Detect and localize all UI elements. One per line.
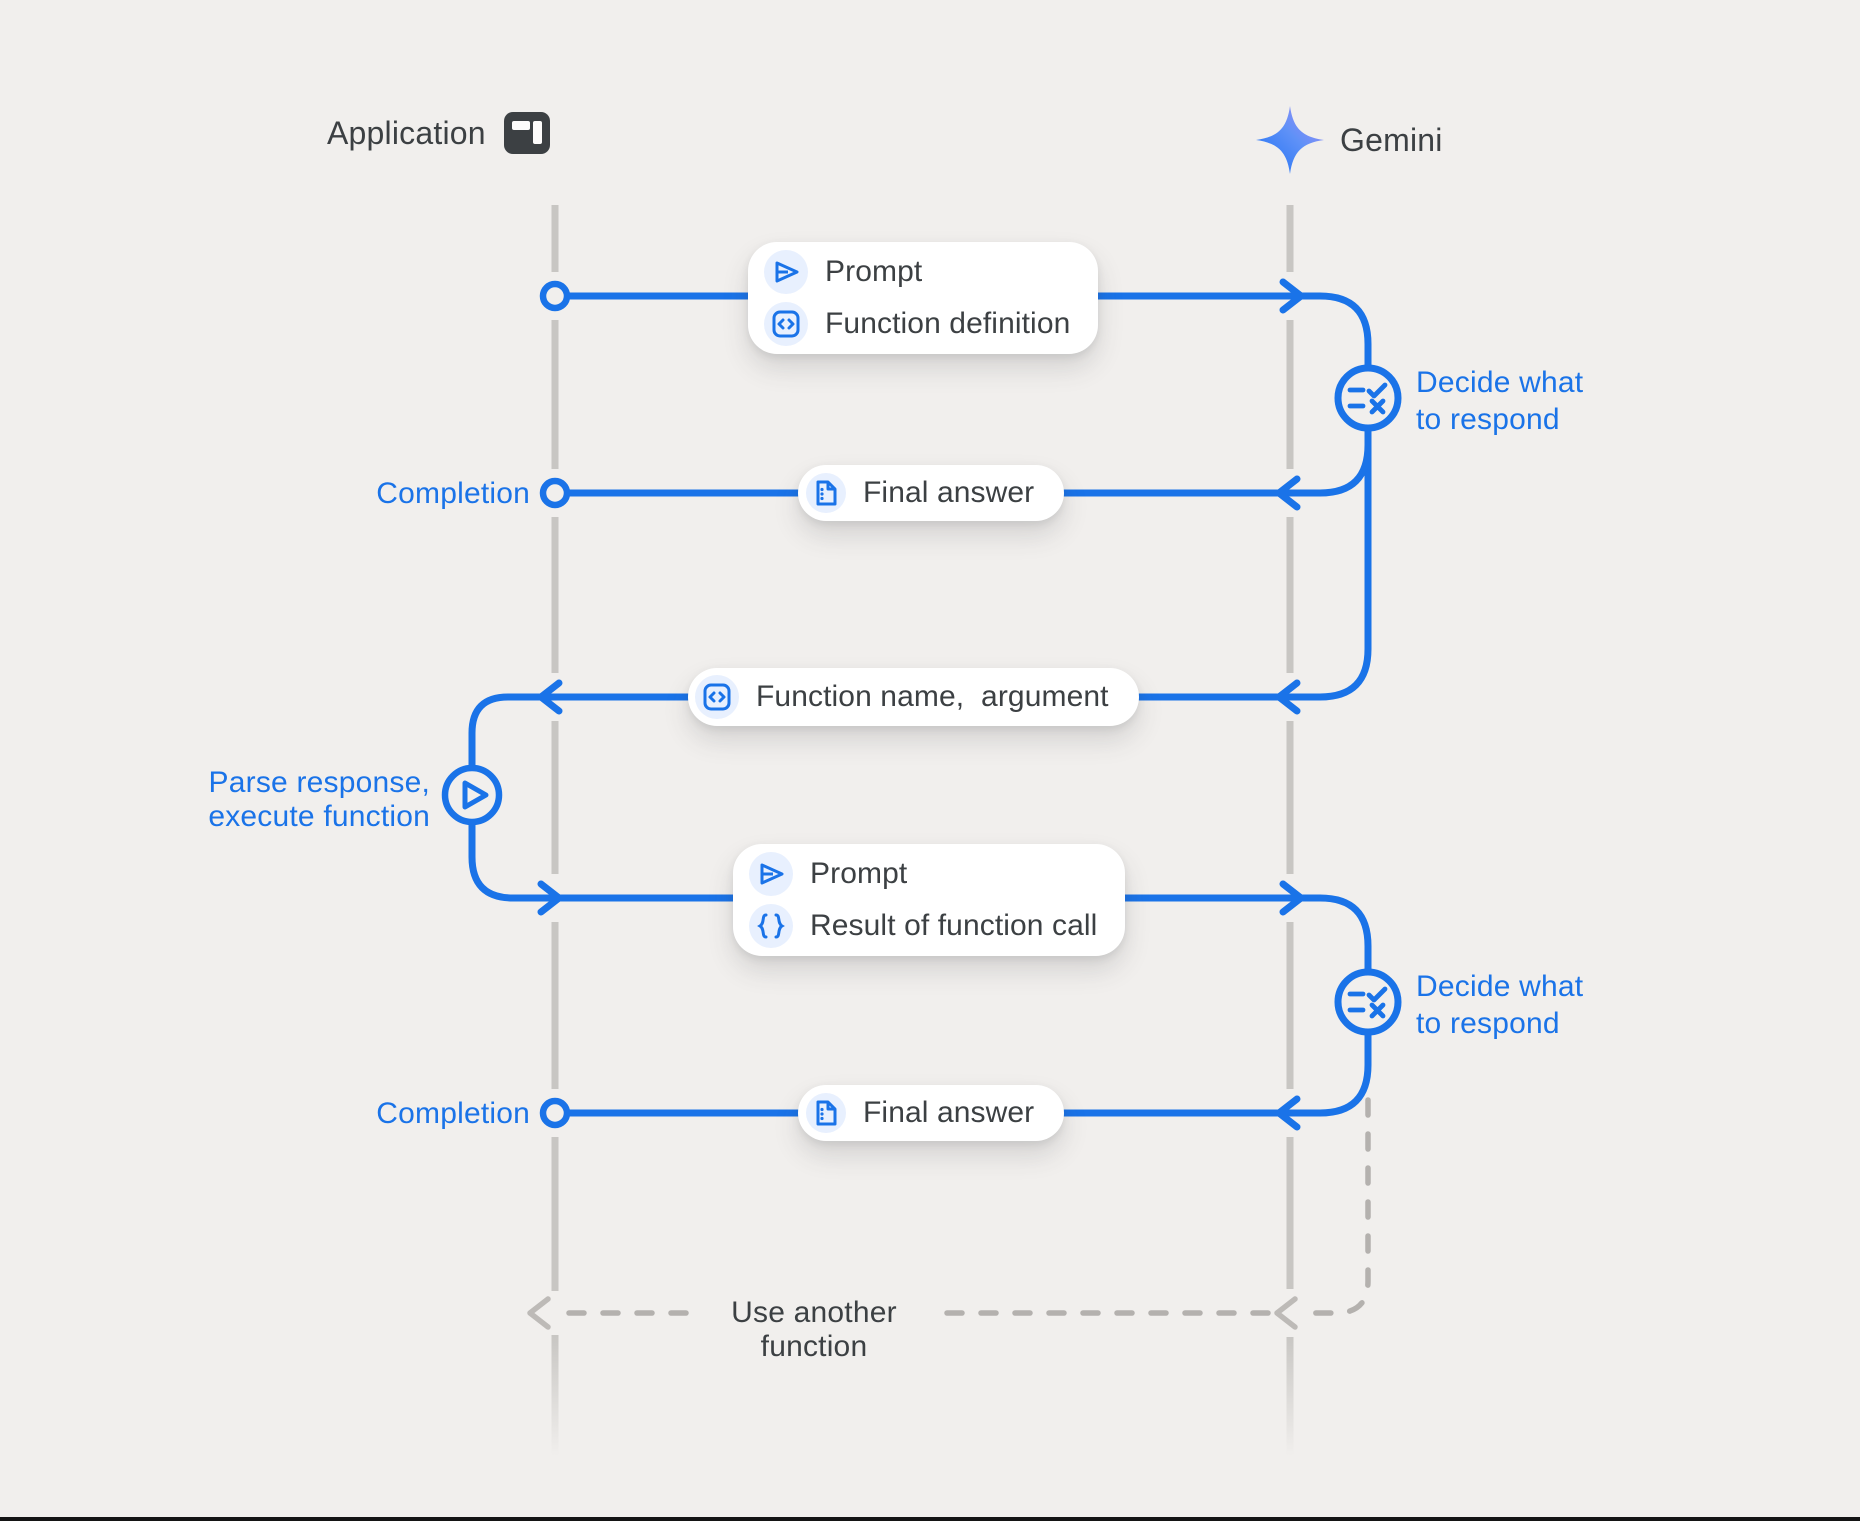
message-label: Prompt: [810, 857, 908, 890]
actor-application: Application: [327, 112, 550, 154]
message-label: Function definition: [825, 307, 1071, 340]
loop-arrow-gemini-icon: [1274, 1296, 1298, 1330]
loop-arrow-application-icon: [527, 1296, 551, 1330]
decide-label-1: Decide what to respond: [1416, 366, 1584, 436]
loop-dashed-path: [559, 1097, 1371, 1316]
message-label: Function name, argument: [756, 680, 1109, 713]
send-icon: [764, 250, 808, 294]
message-label: Prompt: [825, 255, 923, 288]
arrow-funcname-out-of-gemini-icon: [1275, 679, 1301, 715]
arrow-funcname-into-application-icon: [537, 679, 563, 715]
app-window-icon: [503, 112, 550, 154]
code-box-icon: [695, 675, 739, 719]
play-icon: [441, 764, 503, 826]
message-label: Final answer: [863, 1096, 1035, 1129]
rule-decision-icon: [1334, 968, 1402, 1036]
application-label: Application: [327, 114, 486, 151]
completion-label-2: Completion: [376, 1097, 530, 1130]
gemini-label: Gemini: [1340, 121, 1443, 158]
gemini-sparkle-icon: [1256, 106, 1324, 174]
actor-gemini: Gemini: [1254, 104, 1443, 176]
end-node-completion1: [539, 477, 571, 509]
document-icon: [806, 1093, 846, 1133]
code-box-icon: [764, 302, 808, 346]
document-icon: [806, 473, 846, 513]
message-pill-final-answer-1: Final answer: [798, 465, 1065, 521]
end-node-completion2: [539, 1097, 571, 1129]
lifeline-fade: [0, 1336, 1860, 1486]
message-label: Result of function call: [810, 909, 1098, 942]
start-node-prompt: [539, 280, 571, 312]
braces-icon: [749, 904, 793, 948]
decide-label-2: Decide what to respond: [1416, 970, 1584, 1040]
bottom-edge-bar: [0, 1517, 1860, 1521]
message-pill-function-name-argument: Function name, argument: [688, 668, 1139, 726]
use-another-function-label: Use another function: [731, 1296, 897, 1363]
completion-label-1: Completion: [376, 477, 530, 510]
flow-final-answer1-path: [563, 428, 1372, 497]
send-icon: [749, 852, 793, 896]
message-pill-final-answer-2: Final answer: [798, 1085, 1065, 1141]
message-pill-prompt-function-definition: Prompt Function definition: [748, 242, 1099, 354]
arrow-final2-out-of-gemini-icon: [1275, 1095, 1301, 1131]
arrow-result-out-of-application-icon: [537, 880, 563, 916]
arrow-final1-out-of-gemini-icon: [1275, 475, 1301, 511]
arrow-prompt-into-gemini-icon: [1279, 278, 1305, 314]
message-label: Final answer: [863, 476, 1035, 509]
parse-execute-label: Parse response, execute function: [208, 766, 430, 833]
arrow-result-into-gemini-icon: [1279, 880, 1305, 916]
rule-decision-icon: [1334, 364, 1402, 432]
message-pill-prompt-result: Prompt Result of function call: [733, 844, 1126, 956]
